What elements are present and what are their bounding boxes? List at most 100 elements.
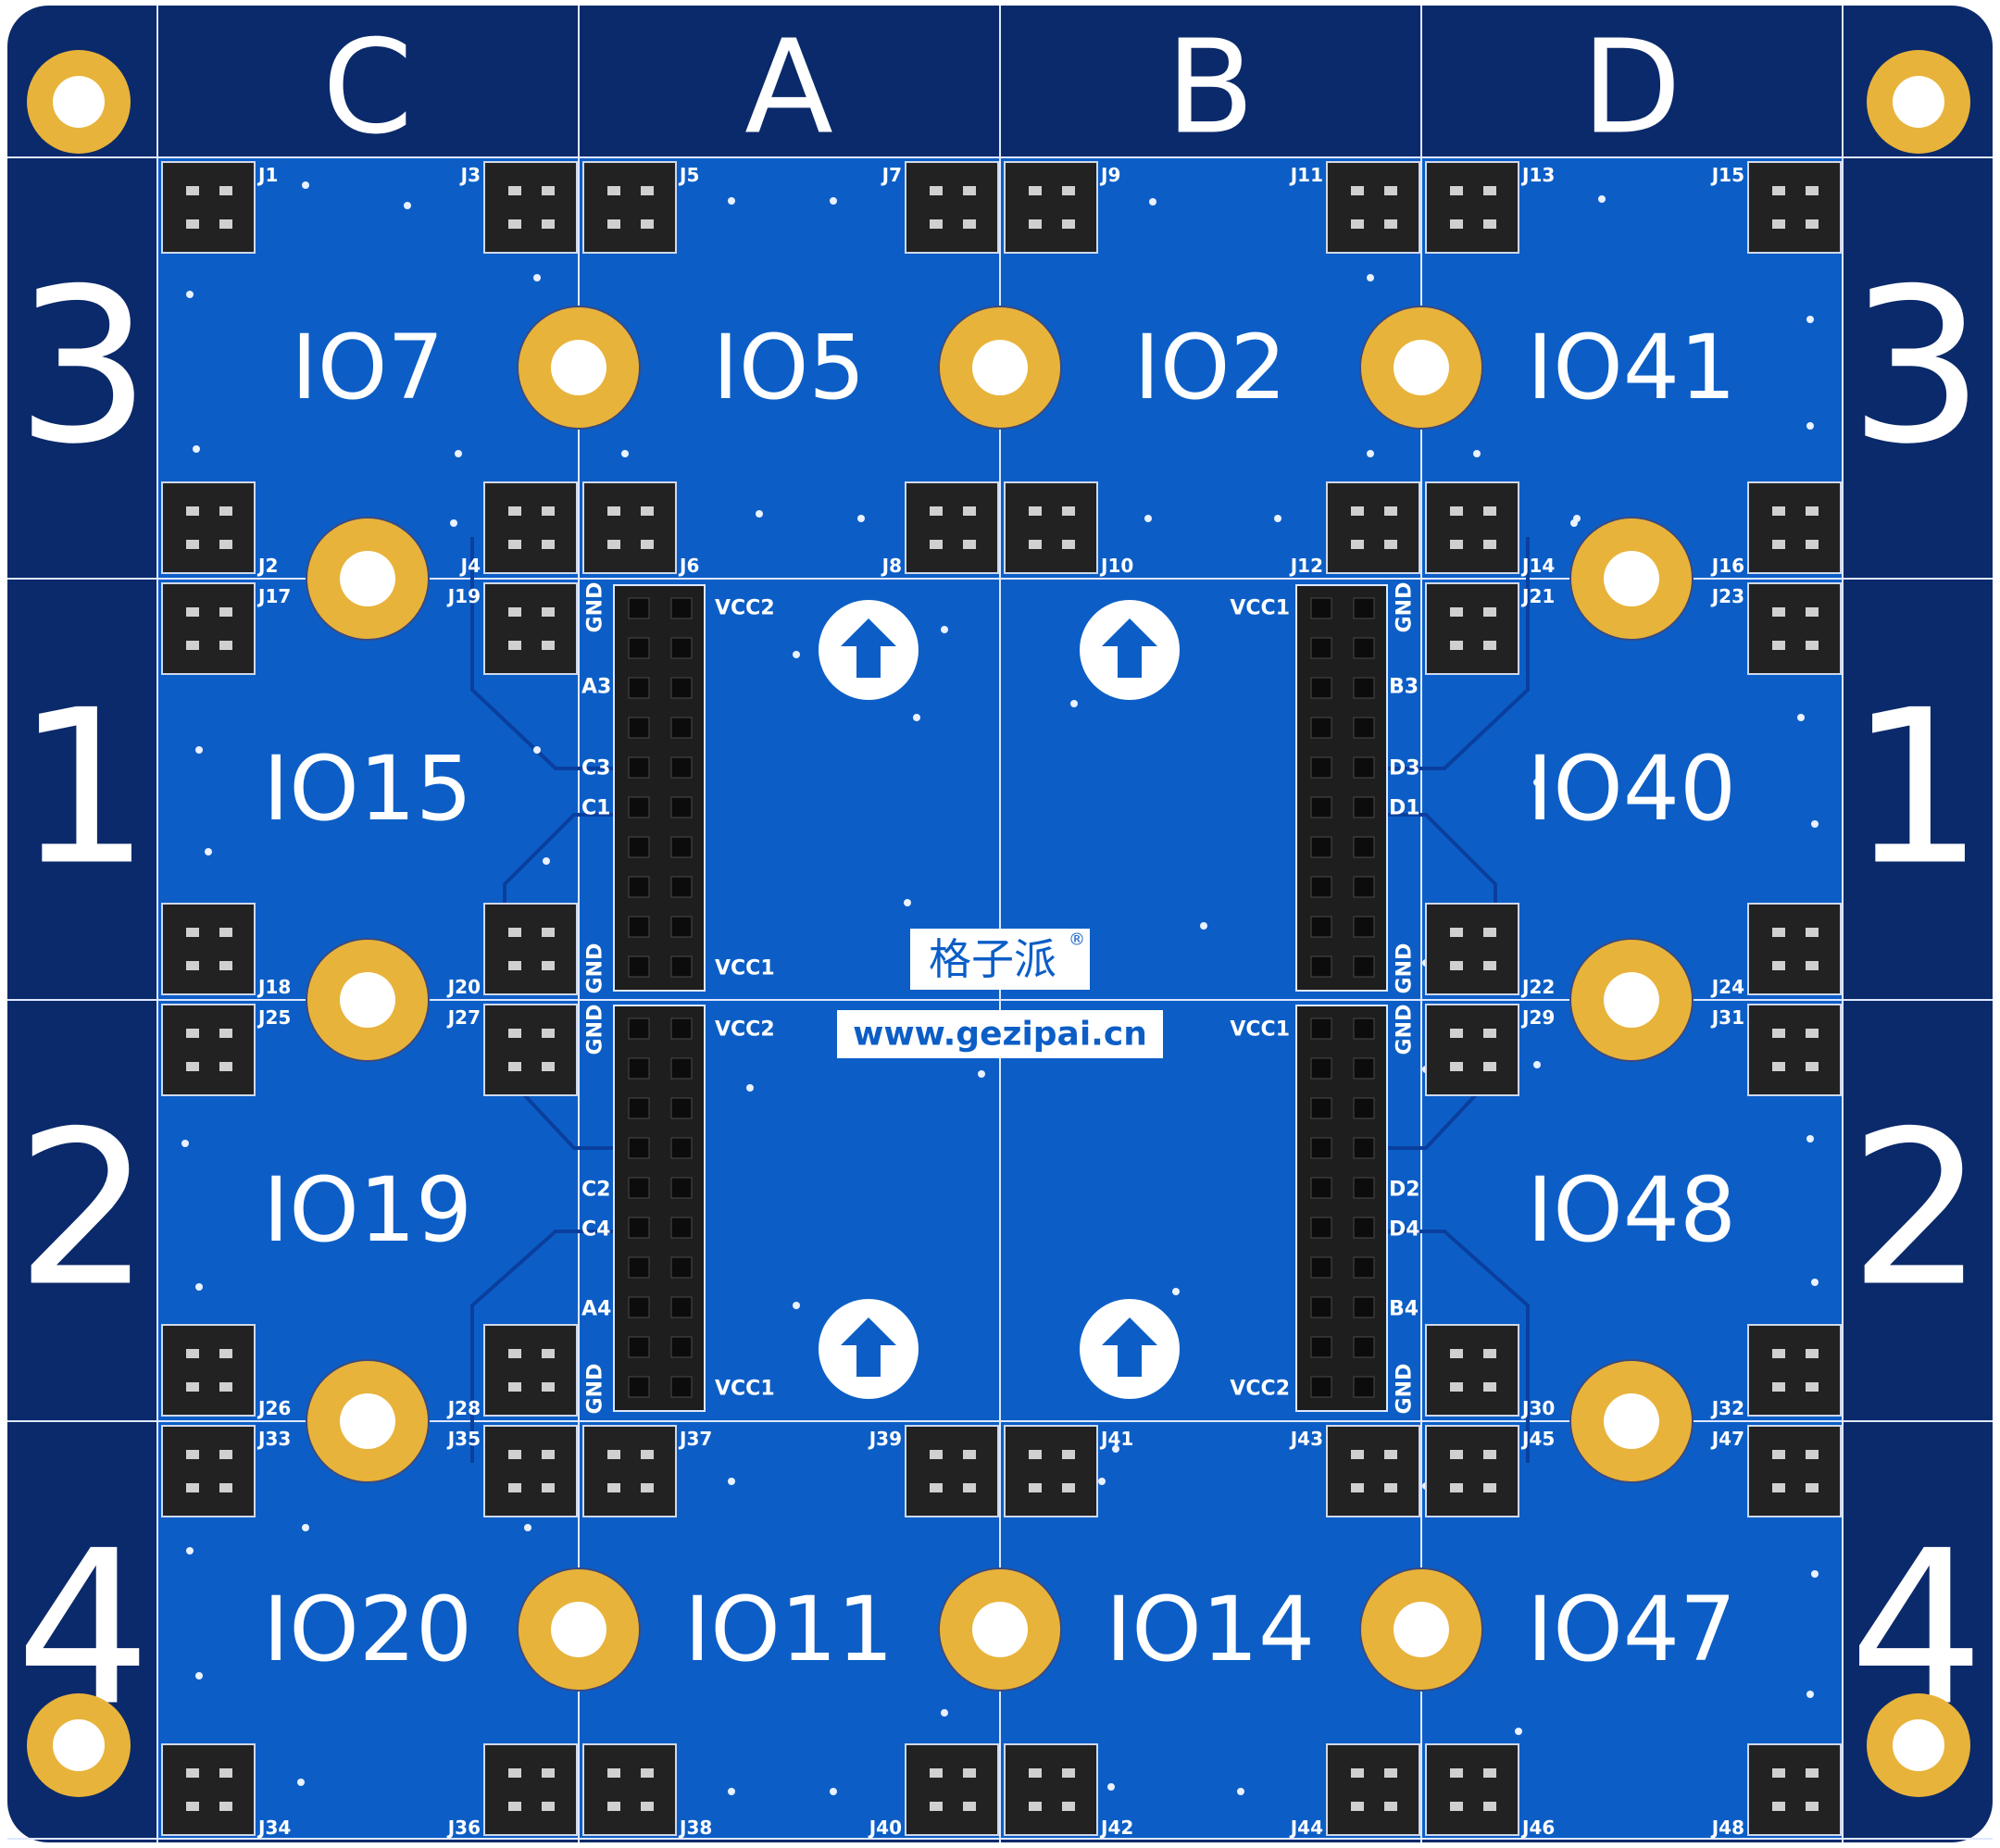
header-pin <box>1353 677 1375 699</box>
connector-2x2 <box>582 1425 677 1517</box>
connector-pin <box>542 1029 555 1038</box>
connector-body <box>1326 1425 1420 1517</box>
connector-pin <box>186 961 199 970</box>
connector-pin <box>542 961 555 970</box>
connector-pin <box>219 1382 232 1392</box>
connector-body <box>483 582 578 675</box>
header-label: A4 <box>581 1298 611 1321</box>
connector-pin <box>1062 219 1075 229</box>
header-pin <box>1310 1137 1332 1159</box>
header-pin <box>670 836 693 858</box>
via-dot <box>1098 1478 1106 1485</box>
header-label: C1 <box>581 797 610 820</box>
header-pin <box>1353 1336 1375 1358</box>
via-dot <box>1533 779 1541 786</box>
connector-pin <box>1772 219 1785 229</box>
header-pin <box>1353 1097 1375 1119</box>
connector-pin <box>1384 506 1397 516</box>
trace <box>1386 1230 1530 1463</box>
connector-pin <box>930 219 943 229</box>
connector-label: J3 <box>459 164 481 186</box>
connector-pin <box>1450 219 1463 229</box>
row-label-left: 1 <box>16 666 151 913</box>
connector-pin <box>186 1382 199 1392</box>
pad-hole <box>340 1393 395 1449</box>
connector-pin <box>1351 219 1364 229</box>
pad-hole <box>551 340 606 395</box>
header-pin <box>670 637 693 659</box>
via-dot <box>533 274 541 281</box>
connector-pin <box>1483 1768 1496 1778</box>
header-pin <box>670 876 693 898</box>
connector-pin <box>1772 1029 1785 1038</box>
header-label: GND <box>584 582 607 633</box>
connector-pin <box>1450 1349 1463 1358</box>
header-pin <box>1310 756 1332 779</box>
header-pin <box>1310 916 1332 938</box>
header-pin <box>628 756 650 779</box>
header-pin <box>628 1097 650 1119</box>
trace <box>1386 1072 1497 1150</box>
trace <box>1386 537 1530 770</box>
connector-pin <box>1772 506 1785 516</box>
connector-2x2 <box>1425 1425 1519 1517</box>
connector-pin <box>963 1768 976 1778</box>
header-label: C2 <box>581 1179 610 1202</box>
via-dot <box>1237 1788 1244 1795</box>
pad-hole <box>972 340 1028 395</box>
via-dot <box>1149 198 1156 206</box>
connector-pin <box>1450 1062 1463 1071</box>
via-dot <box>1070 700 1078 707</box>
connector-label: J9 <box>1099 164 1120 186</box>
connector-body <box>1747 1324 1842 1417</box>
pad-hole <box>1394 1602 1449 1657</box>
connector-pin <box>1029 1483 1042 1492</box>
connector-2x2 <box>1747 1324 1842 1417</box>
header-pin <box>628 836 650 858</box>
header-label: D2 <box>1389 1179 1420 1202</box>
connector-pin <box>508 540 521 549</box>
cell-label: IO11 <box>684 1578 894 1681</box>
connector-label: J4 <box>459 555 481 577</box>
connector-pin <box>1029 219 1042 229</box>
up-arrow-icon <box>1080 600 1180 700</box>
connector-2x2 <box>161 481 256 574</box>
header-pin <box>1353 1018 1375 1040</box>
header-pin <box>1310 1296 1332 1318</box>
pin-header <box>613 1005 706 1412</box>
connector-label: J28 <box>446 1397 481 1419</box>
connector-body <box>483 1004 578 1096</box>
connector-body <box>161 1743 256 1836</box>
connector-pin <box>963 1483 976 1492</box>
mounting-hole-icon <box>1359 306 1483 430</box>
connector-pin <box>1062 506 1075 516</box>
pad-hole <box>1604 1393 1659 1449</box>
connector-pin <box>508 1062 521 1071</box>
brand-name: 格子派 <box>929 934 1056 984</box>
header-pin <box>628 1296 650 1318</box>
connector-body <box>1004 161 1098 254</box>
connector-pin <box>508 928 521 937</box>
connector-pin <box>186 1802 199 1811</box>
connector-pin <box>1772 1450 1785 1459</box>
mounting-hole-icon <box>938 1567 1062 1692</box>
connector-pin <box>1450 928 1463 937</box>
connector-pin <box>1029 1802 1042 1811</box>
connector-pin <box>542 607 555 617</box>
via-dot <box>543 857 550 865</box>
connector-pin <box>1806 1382 1819 1392</box>
connector-pin <box>186 1483 199 1492</box>
connector-body <box>1004 481 1098 574</box>
connector-2x2 <box>161 903 256 995</box>
via-dot <box>1200 922 1207 930</box>
mounting-hole-icon <box>517 306 641 430</box>
connector-body <box>161 481 256 574</box>
header-pin <box>1310 597 1332 619</box>
connector-label: J27 <box>446 1006 481 1029</box>
connector-2x2 <box>1004 1425 1098 1517</box>
connector-2x2 <box>161 1004 256 1096</box>
via-dot <box>404 202 411 209</box>
header-pin <box>1353 1057 1375 1080</box>
connector-pin <box>1450 1029 1463 1038</box>
